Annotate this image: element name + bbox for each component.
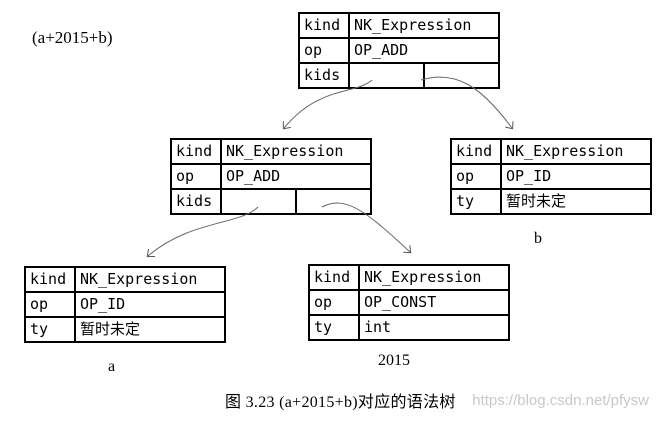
kids-label: kids [170, 188, 222, 215]
id-a-node: kind NK_Expression op OP_ID ty 暂时未定 [24, 266, 226, 343]
edge-add-to-2015 [321, 202, 410, 252]
edge-add-to-a [148, 206, 259, 256]
op-value: OP_ADD [348, 37, 500, 64]
kind-label: kind [308, 264, 360, 291]
op-label: op [450, 163, 502, 190]
ty-label: ty [24, 316, 76, 343]
ty-value: int [358, 314, 510, 341]
kids-left-slot [348, 62, 425, 89]
id-b-node: kind NK_Expression op OP_ID ty 暂时未定 [450, 138, 652, 215]
kind-label: kind [450, 138, 502, 165]
op-label: op [24, 291, 76, 318]
kind-value: NK_Expression [74, 266, 226, 293]
add-node: kind NK_Expression op OP_ADD kids [170, 138, 372, 215]
kind-label: kind [170, 138, 222, 165]
kind-label: kind [298, 12, 350, 39]
root-node: kind NK_Expression op OP_ADD kids [298, 12, 500, 89]
kind-value: NK_Expression [500, 138, 652, 165]
node-2015-label: 2015 [378, 352, 410, 369]
kind-value: NK_Expression [220, 138, 372, 165]
ty-value: 暂时未定 [500, 188, 652, 215]
op-label: op [298, 37, 350, 64]
ty-value: 暂时未定 [74, 316, 226, 343]
edge-root-to-add [284, 79, 373, 128]
edge-root-to-b [420, 76, 512, 128]
expression-label: (a+2015+b) [32, 28, 113, 47]
op-value: OP_CONST [358, 289, 510, 316]
kids-right-slot [423, 62, 500, 89]
kids-left-slot [220, 188, 297, 215]
kind-label: kind [24, 266, 76, 293]
op-value: OP_ADD [220, 163, 372, 190]
node-a-label: a [108, 358, 116, 375]
op-label: op [308, 289, 360, 316]
kind-value: NK_Expression [358, 264, 510, 291]
figure-caption: 图 3.23 (a+2015+b)对应的语法树 [225, 394, 456, 411]
op-label: op [170, 163, 222, 190]
node-b-label: b [534, 230, 542, 247]
watermark: https://blog.csdn.net/pfysw [472, 392, 649, 409]
ty-label: ty [308, 314, 360, 341]
const-2015-node: kind NK_Expression op OP_CONST ty int [308, 264, 510, 341]
kids-label: kids [298, 62, 350, 89]
ty-label: ty [450, 188, 502, 215]
op-value: OP_ID [74, 291, 226, 318]
kind-value: NK_Expression [348, 12, 500, 39]
op-value: OP_ID [500, 163, 652, 190]
